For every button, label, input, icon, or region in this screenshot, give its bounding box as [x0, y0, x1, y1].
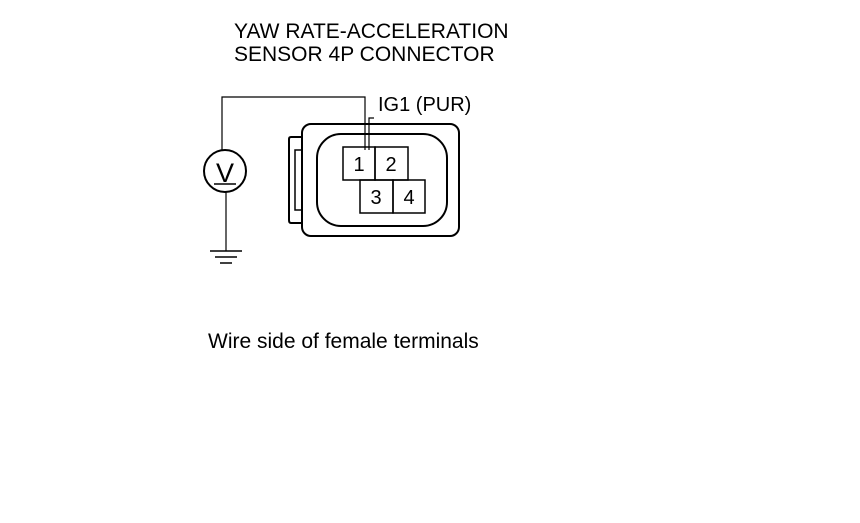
- voltmeter-icon: V: [203, 149, 247, 193]
- pin-2-label: 2: [385, 154, 396, 176]
- connector-icon: [288, 123, 460, 237]
- diagram-title-line-2: SENSOR 4P CONNECTOR: [234, 43, 495, 66]
- ground-icon: [210, 250, 242, 264]
- diagram-caption: Wire side of female terminals: [208, 330, 479, 353]
- pin-cavities: 1 2 3 4: [342, 146, 426, 214]
- pin-4-label: 4: [403, 187, 414, 209]
- diagram-title-line-1: YAW RATE-ACCELERATION: [234, 20, 509, 43]
- voltmeter-symbol: V: [216, 158, 234, 188]
- wire-label: IG1 (PUR): [378, 94, 471, 116]
- pin-4-cavity: [392, 179, 426, 214]
- pin-1-label: 1: [353, 154, 364, 176]
- pin-3-label: 3: [370, 187, 381, 209]
